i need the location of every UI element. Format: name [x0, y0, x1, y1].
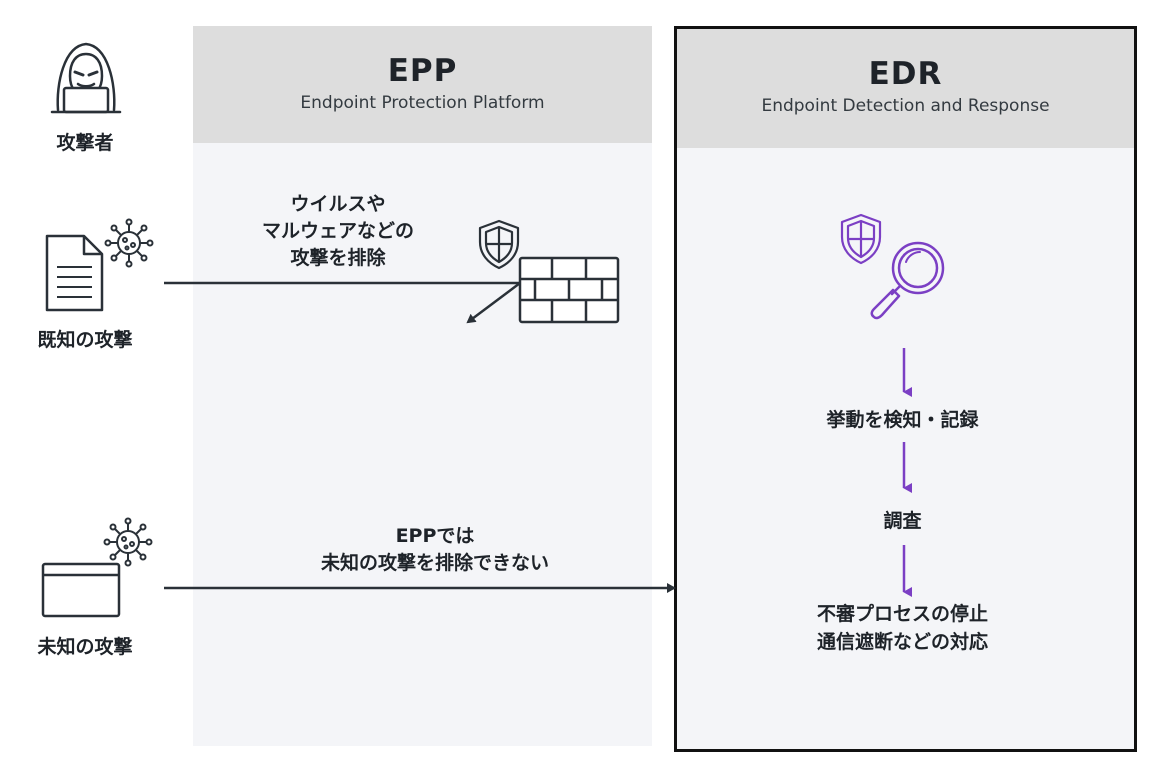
edr-step-respond-line1: 不審プロセスの停止 — [816, 603, 988, 625]
epp-title: EPP — [387, 53, 458, 89]
edr-step-investigate: 調査 — [883, 510, 922, 532]
epp-blocked-note: ウイルスや マルウェアなどの 攻撃を排除 — [218, 191, 458, 272]
document-icon — [44, 233, 106, 313]
virus-icon — [102, 516, 154, 568]
epp-unknown-line2: 未知の攻撃を排除できない — [320, 552, 549, 574]
edr-title: EDR — [868, 56, 943, 92]
epp-unknown-note: EPPでは 未知の攻撃を排除できない — [280, 523, 590, 577]
magnifier-icon — [866, 238, 950, 322]
hacker-icon — [46, 38, 126, 118]
shield-icon — [476, 218, 522, 270]
edr-step-respond-line2: 通信遮断などの対応 — [816, 631, 988, 653]
shield-icon — [838, 212, 884, 266]
virus-icon — [103, 217, 155, 269]
known-attack-label: 既知の攻撃 — [37, 329, 133, 351]
epp-blocked-line1: ウイルスや — [290, 193, 386, 215]
epp-blocked-line3: 攻撃を排除 — [290, 247, 386, 269]
deflect-arrow — [466, 282, 521, 324]
epp-header: EPP Endpoint Protection Platform — [193, 26, 652, 143]
edr-header: EDR Endpoint Detection and Response — [677, 29, 1134, 148]
edr-subtitle: Endpoint Detection and Response — [761, 96, 1050, 116]
edr-step-respond: 不審プロセスの停止 通信遮断などの対応 — [674, 600, 1131, 656]
epp-blocked-line2: マルウェアなどの — [261, 220, 414, 242]
epp-subtitle: Endpoint Protection Platform — [300, 93, 545, 113]
attacker-label: 攻撃者 — [56, 132, 114, 154]
firewall-icon — [518, 256, 620, 324]
edr-step-detect: 挙動を検知・記録 — [826, 409, 979, 431]
epp-panel: EPP Endpoint Protection Platform — [193, 26, 652, 746]
epp-unknown-line1: EPPでは — [395, 525, 475, 547]
window-icon — [40, 561, 122, 619]
unknown-attack-label: 未知の攻撃 — [37, 636, 133, 658]
